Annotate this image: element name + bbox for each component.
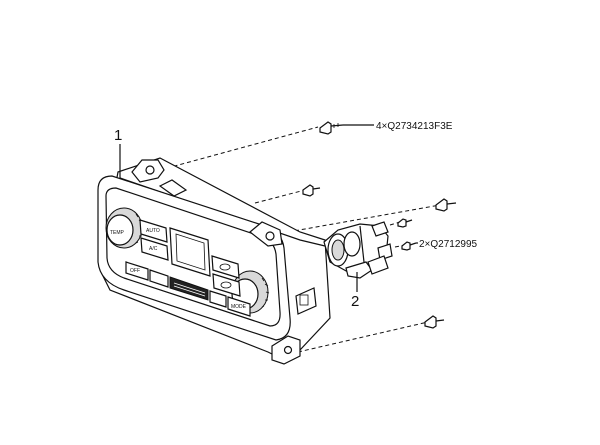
label-temp: TEMP — [110, 230, 125, 236]
small-screw-2 — [401, 241, 417, 251]
callout-part-2: 2 — [351, 293, 359, 310]
climate-control-panel: TEMP AUTO A/C OFF MODE — [97, 157, 331, 365]
label-ac: A/C — [149, 246, 158, 252]
label-mode: MODE — [231, 304, 247, 310]
callout-part-1: 1 — [114, 127, 122, 144]
callout-leaders — [119, 124, 418, 292]
callout-screw-right: 2×Q2712995 — [419, 239, 478, 250]
screw-mid — [302, 184, 321, 197]
label-auto: AUTO — [146, 228, 160, 234]
small-screw-1 — [397, 218, 413, 228]
screw-top — [319, 121, 344, 135]
screw-right-top — [435, 198, 457, 212]
label-off: OFF — [130, 268, 140, 274]
screw-bottom — [424, 315, 445, 329]
actuator-assembly — [323, 221, 393, 279]
callout-screw-top: 4×Q2734213F3E — [376, 121, 453, 132]
